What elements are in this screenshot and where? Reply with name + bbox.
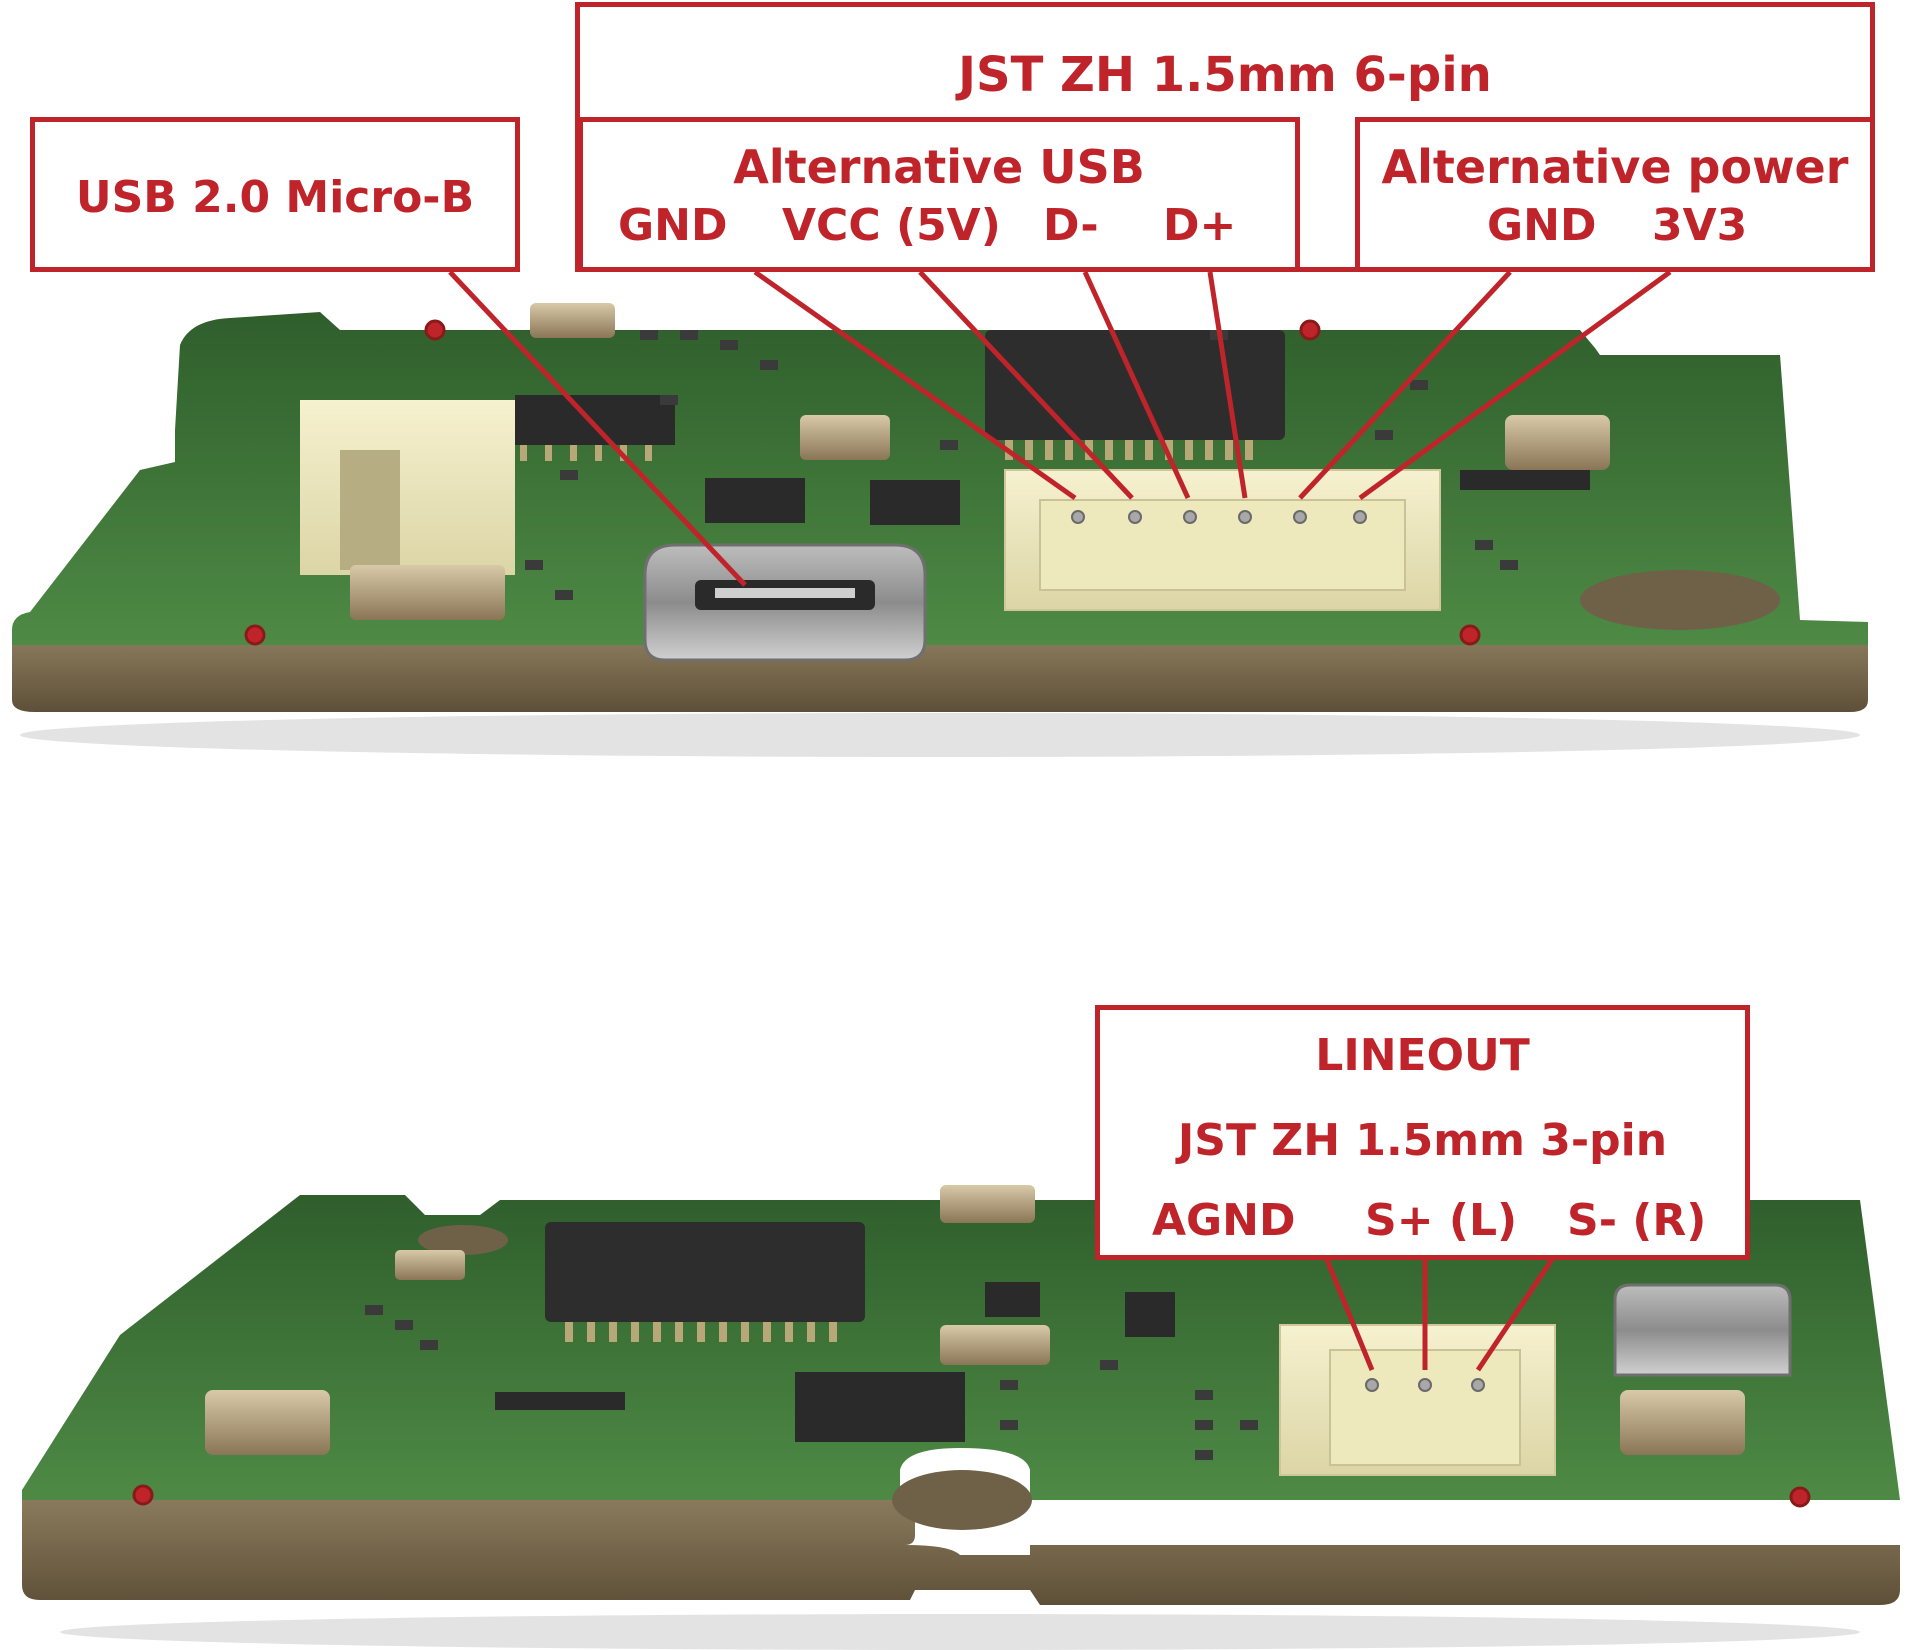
alt-power-pin-gnd: GND [1487, 200, 1597, 251]
alt-power-label-box: Alternative power [1355, 117, 1875, 272]
lineout-pin-splus: S+ (L) [1365, 1195, 1518, 1246]
alt-usb-pin-dminus: D- [1043, 200, 1099, 251]
usb-micro-b-label: USB 2.0 Micro-B [75, 172, 475, 223]
jst-6pin-label: JST ZH 1.5mm 6-pin [958, 47, 1492, 103]
leader-lines [448, 269, 1672, 1372]
alt-usb-label-box: Alternative USB [578, 117, 1300, 272]
alt-usb-title: Alternative USB [733, 140, 1145, 194]
lineout-connector: JST ZH 1.5mm 3-pin [1177, 1115, 1668, 1166]
lineout-pin-sminus: S- (R) [1567, 1195, 1707, 1246]
alt-usb-pin-dplus: D+ [1163, 200, 1237, 251]
alt-usb-pin-vcc: VCC (5V) [782, 200, 1001, 251]
alt-usb-pin-gnd: GND [618, 200, 728, 251]
lineout-title: LINEOUT [1315, 1030, 1530, 1081]
usb-micro-b-label-box: USB 2.0 Micro-B [30, 117, 520, 272]
lineout-label-box: LINEOUT JST ZH 1.5mm 3-pin [1095, 1005, 1750, 1260]
top-board [12, 303, 1868, 757]
alt-power-pin-3v3: 3V3 [1652, 200, 1748, 251]
bottom-board [22, 1185, 1900, 1650]
alt-power-title: Alternative power [1381, 140, 1849, 194]
lineout-pin-agnd: AGND [1152, 1195, 1296, 1246]
